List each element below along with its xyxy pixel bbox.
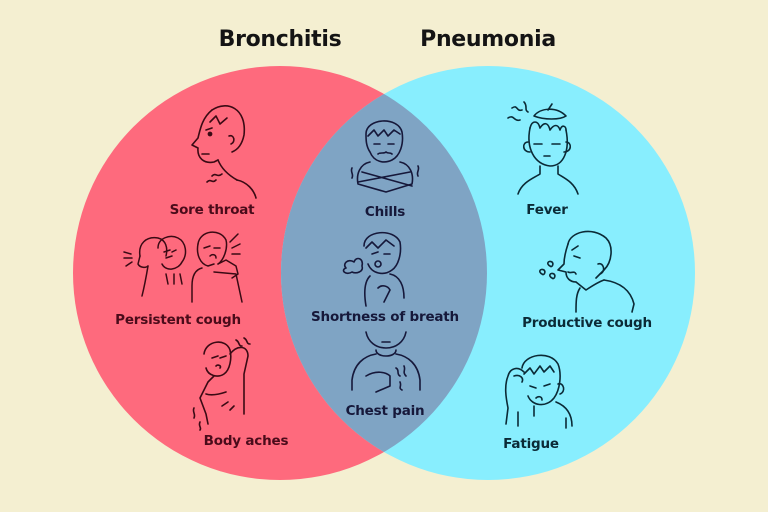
chills-label: Chills bbox=[364, 204, 406, 220]
productive-cough-icon bbox=[538, 228, 648, 314]
chest-pain-icon bbox=[346, 330, 426, 400]
chest-pain-label: Chest pain bbox=[345, 403, 425, 419]
persistent-cough-icon bbox=[118, 226, 258, 306]
overlap-region bbox=[281, 66, 487, 480]
shortness-of-breath-label: Shortness of breath bbox=[311, 309, 459, 325]
fever-label: Fever bbox=[526, 202, 568, 218]
fever-icon bbox=[504, 98, 584, 202]
sore-throat-label: Sore throat bbox=[169, 202, 255, 218]
productive-cough-label: Productive cough bbox=[522, 315, 652, 331]
persistent-cough-label: Persistent cough bbox=[115, 312, 241, 328]
pneumonia-title: Pneumonia bbox=[420, 27, 556, 52]
shortness-of-breath-icon bbox=[334, 226, 434, 310]
fatigue-icon bbox=[494, 348, 584, 432]
sore-throat-icon bbox=[182, 100, 262, 200]
body-aches-label: Body aches bbox=[203, 433, 289, 449]
fatigue-label: Fatigue bbox=[503, 436, 559, 452]
bronchitis-title: Bronchitis bbox=[218, 27, 342, 52]
chills-icon bbox=[346, 112, 426, 202]
body-aches-icon bbox=[186, 334, 266, 434]
